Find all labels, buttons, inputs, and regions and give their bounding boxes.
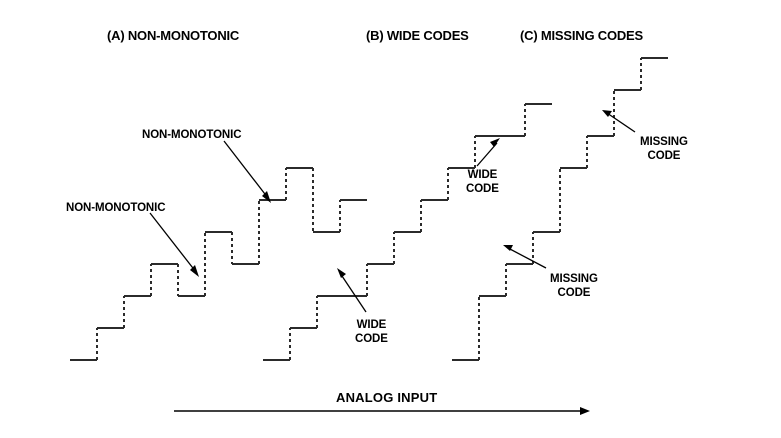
callout-wide-code-low-line1: WIDE bbox=[356, 319, 387, 331]
staircase-panel-c bbox=[452, 57, 668, 361]
callout-wide-code-low-line2: CODE bbox=[355, 333, 388, 346]
callout-wide-code-low: WIDE CODE bbox=[355, 318, 388, 346]
panel-title-b: (B) WIDE CODES bbox=[366, 28, 469, 43]
callout-missing-code-low-line1: MISSING bbox=[550, 273, 598, 285]
staircase-panel-a bbox=[70, 167, 367, 361]
analog-input-axis bbox=[174, 407, 590, 415]
analog-input-axis-label: ANALOG INPUT bbox=[336, 390, 438, 405]
callout-arrow-b-low bbox=[337, 268, 367, 313]
callout-arrow-c-low bbox=[503, 245, 547, 269]
callout-missing-code-high-line1: MISSING bbox=[640, 136, 688, 148]
callout-arrow-a-high bbox=[223, 140, 271, 203]
callout-missing-code-high: MISSING CODE bbox=[640, 135, 688, 163]
callout-non-monotonic-high: NON-MONOTONIC bbox=[142, 129, 242, 141]
panel-title-a: (A) NON-MONOTONIC bbox=[107, 28, 240, 43]
callout-wide-code-high-line1: WIDE bbox=[467, 169, 498, 181]
callout-wide-code-high-line2: CODE bbox=[466, 183, 499, 196]
callout-non-monotonic-low: NON-MONOTONIC bbox=[66, 202, 166, 214]
callout-missing-code-high-line2: CODE bbox=[647, 150, 681, 163]
panel-title-c: (C) MISSING CODES bbox=[520, 28, 643, 43]
callout-arrow-c-high bbox=[602, 110, 636, 133]
callout-missing-code-low-line2: CODE bbox=[557, 287, 591, 300]
callout-missing-code-low: MISSING CODE bbox=[550, 272, 598, 300]
staircase-panel-b bbox=[263, 103, 552, 361]
callout-wide-code-high: WIDE CODE bbox=[466, 168, 499, 196]
callout-arrow-b-high bbox=[476, 138, 500, 167]
callout-arrow-a-low bbox=[149, 212, 199, 277]
